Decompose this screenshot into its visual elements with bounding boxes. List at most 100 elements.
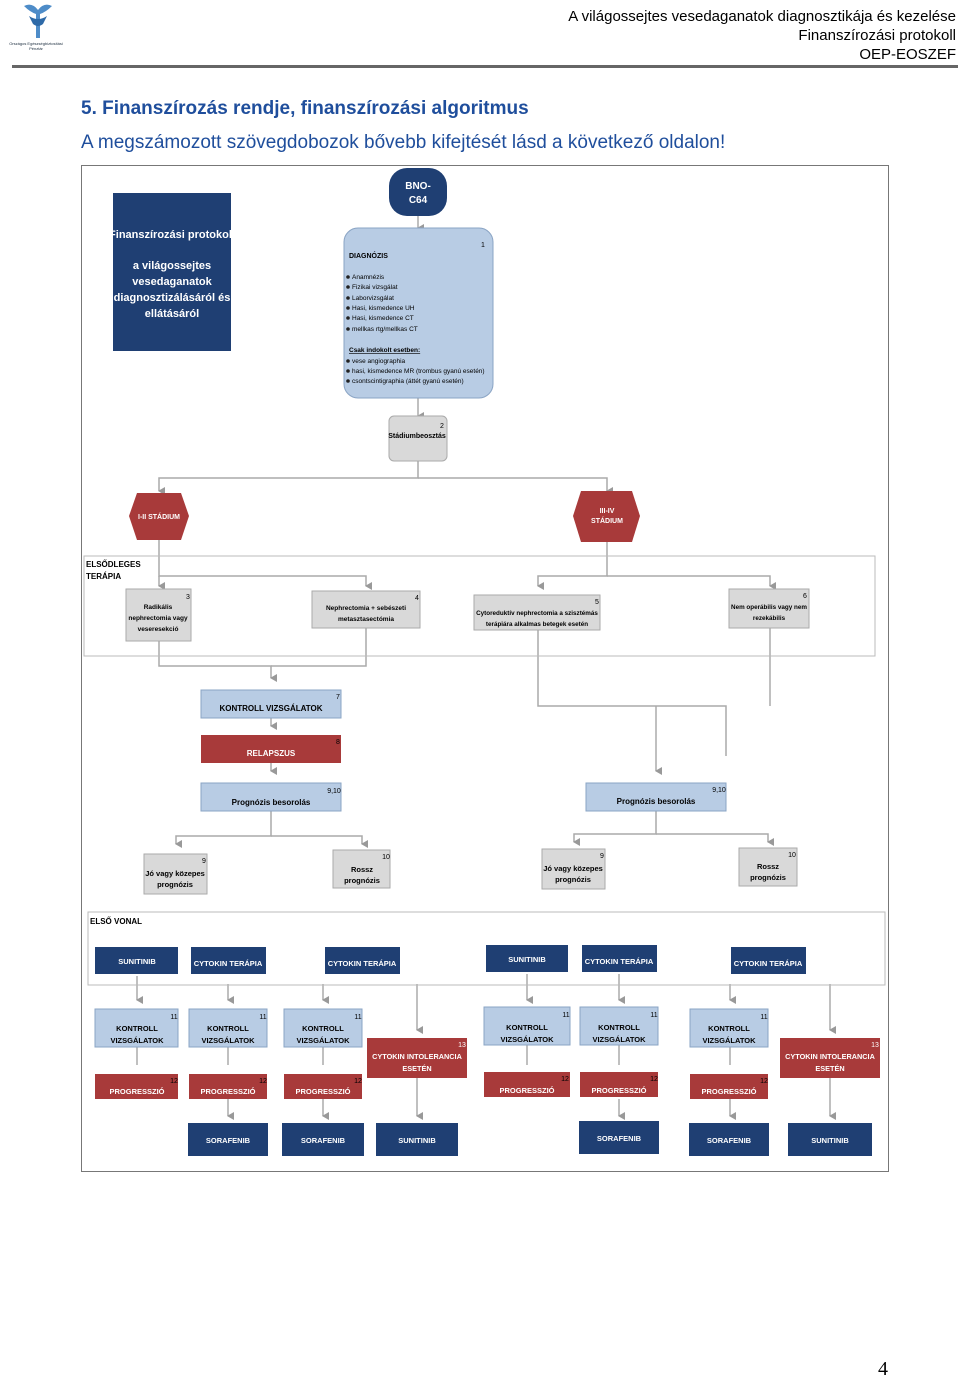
protocol-line1: Finanszírozási protokoll (109, 229, 235, 241)
svg-text:VIZSGÁLATOK: VIZSGÁLATOK (592, 1035, 646, 1044)
sorafenib-box: SORAFENIB (282, 1123, 364, 1156)
sunitinib-box: SUNITINIB (486, 945, 568, 972)
svg-text:9,10: 9,10 (327, 788, 341, 795)
svg-text:13: 13 (458, 1042, 466, 1049)
svg-text:PROGRESSZIÓ: PROGRESSZIÓ (200, 1087, 255, 1096)
sorafenib-box: SORAFENIB (689, 1123, 769, 1156)
header-document-title: A világossejtes vesedaganatok diagnoszti… (568, 8, 956, 25)
svg-text:Rossz: Rossz (757, 862, 779, 871)
box-6-non-operable: 6 Nem operábilis vagy nem rezekábilis (728, 588, 810, 629)
primary-therapy-label: TERÁPIA (86, 572, 121, 581)
section-subtitle: A megszámozott szövegdobozok bővebb kife… (81, 132, 726, 153)
svg-text:veseresekció: veseresekció (138, 626, 179, 633)
cytokine-therapy-box: CYTOKIN TERÁPIA (582, 945, 657, 972)
svg-text:PROGRESSZIÓ: PROGRESSZIÓ (499, 1086, 554, 1095)
diagnosis-sub-items: vese angiographia hasi, kismedence MR (t… (352, 358, 485, 385)
diagnosis-item: Anamnézis (352, 274, 385, 281)
svg-text:I-II STÁDIUM: I-II STÁDIUM (138, 512, 180, 521)
box-5-cytoreductive-nephrectomy: 5 Cytoreduktív nephrectomia a szisztémás… (473, 594, 601, 631)
svg-text:terápiára alkalmas betegek ese: terápiára alkalmas betegek esetén (486, 621, 588, 628)
primary-therapy-group (83, 555, 876, 657)
svg-text:11: 11 (562, 1012, 569, 1019)
svg-text:11: 11 (650, 1012, 657, 1019)
staging-box: 2 Stádiumbeosztás (388, 415, 448, 462)
svg-text:prognózis: prognózis (750, 873, 786, 882)
svg-text:SUNITINIB: SUNITINIB (811, 1136, 849, 1145)
svg-text:ESETÉN: ESETÉN (402, 1064, 431, 1073)
logo-emblem-icon (24, 4, 52, 38)
good-prognosis-right: 9 Jó vagy közepes prognózis (541, 848, 606, 890)
prognosis-box-right: 9,10 Prognózis besorolás (585, 782, 727, 812)
svg-text:12: 12 (259, 1078, 267, 1085)
svg-text:C64: C64 (409, 195, 428, 206)
svg-text:CYTOKIN TERÁPIA: CYTOKIN TERÁPIA (328, 959, 397, 968)
section-title: 5. Finanszírozás rendje, finanszírozási … (81, 98, 529, 119)
stage-early-hexagon: I-II STÁDIUM (129, 493, 189, 540)
svg-text:prognózis: prognózis (157, 880, 193, 889)
protocol-line3: vesedaganatok (132, 276, 212, 288)
svg-text:PROGRESSZIÓ: PROGRESSZIÓ (591, 1086, 646, 1095)
svg-text:Rossz: Rossz (351, 865, 373, 874)
diagnosis-box: 1 DIAGNÓZIS Anamnézis Fizikai vizsgálat … (343, 227, 494, 399)
prognosis-box-left: 9,10 Prognózis besorolás (200, 782, 342, 812)
diagnosis-items: Anamnézis Fizikai vizsgálat Laborvizsgál… (352, 274, 418, 333)
svg-text:11: 11 (259, 1014, 266, 1021)
svg-text:BNO-: BNO- (405, 181, 431, 192)
sunitinib-box: SUNITINIB (788, 1123, 872, 1156)
protocol-line5: ellátásáról (145, 308, 199, 320)
cytokine-therapy-box: CYTOKIN TERÁPIA (325, 947, 400, 974)
svg-text:KONTROLL VIZSGÁLATOK: KONTROLL VIZSGÁLATOK (219, 704, 322, 713)
header-protocol: Finanszírozási protokoll (798, 27, 956, 44)
svg-text:Stádiumbeosztás: Stádiumbeosztás (388, 433, 446, 440)
diagnosis-sub-item: csontscintigraphia (áttét gyanú esetén) (352, 378, 464, 385)
diagnosis-number: 1 (481, 242, 485, 249)
svg-text:prognózis: prognózis (555, 875, 591, 884)
poor-prognosis-left: 10 Rossz prognózis (332, 849, 391, 889)
svg-text:8: 8 (336, 739, 340, 746)
svg-text:CYTOKIN INTOLERANCIA: CYTOKIN INTOLERANCIA (785, 1052, 875, 1061)
poor-prognosis-right: 10 Rossz prognózis (738, 847, 798, 887)
svg-text:ESETÉN: ESETÉN (815, 1064, 844, 1073)
svg-text:VIZSGÁLATOK: VIZSGÁLATOK (500, 1035, 554, 1044)
diagnosis-subtitle: Csak indokolt esetben: (349, 347, 420, 354)
svg-text:CYTOKIN TERÁPIA: CYTOKIN TERÁPIA (734, 959, 803, 968)
svg-text:11: 11 (760, 1014, 767, 1021)
sorafenib-box: SORAFENIB (188, 1123, 268, 1156)
svg-text:SORAFENIB: SORAFENIB (707, 1136, 752, 1145)
svg-text:6: 6 (803, 593, 807, 600)
svg-text:KONTROLL: KONTROLL (708, 1024, 750, 1033)
header-divider (12, 65, 958, 68)
svg-text:SUNITINIB: SUNITINIB (398, 1136, 436, 1145)
flowchart-frame: Finanszírozási protokoll a világossejtes… (81, 165, 889, 1172)
svg-text:SUNITINIB: SUNITINIB (118, 957, 156, 966)
svg-text:12: 12 (760, 1078, 768, 1085)
svg-text:2: 2 (440, 423, 444, 430)
svg-text:KONTROLL: KONTROLL (506, 1023, 548, 1032)
svg-text:10: 10 (382, 854, 390, 861)
svg-text:CYTOKIN TERÁPIA: CYTOKIN TERÁPIA (194, 959, 263, 968)
svg-text:Nem operábilis vagy nem: Nem operábilis vagy nem (731, 604, 807, 611)
bno-box: BNO- C64 (389, 168, 447, 216)
svg-text:metasztasectómia: metasztasectómia (338, 616, 394, 623)
svg-text:PROGRESSZIÓ: PROGRESSZIÓ (701, 1087, 756, 1096)
svg-text:10: 10 (788, 852, 796, 859)
svg-text:Nephrectomia + sebészeti: Nephrectomia + sebészeti (326, 605, 406, 612)
svg-text:Prognózis besorolás: Prognózis besorolás (232, 798, 311, 807)
svg-text:Radikális: Radikális (144, 604, 173, 611)
box-7-control-exams: 7 KONTROLL VIZSGÁLATOK (200, 689, 342, 719)
cytokine-therapy-box: CYTOKIN TERÁPIA (191, 947, 266, 974)
svg-text:4: 4 (415, 595, 419, 602)
svg-text:KONTROLL: KONTROLL (598, 1023, 640, 1032)
svg-text:SORAFENIB: SORAFENIB (206, 1136, 251, 1145)
box-4-nephrectomy-metastasectomy: 4 Nephrectomia + sebészeti metasztasectó… (311, 590, 421, 629)
